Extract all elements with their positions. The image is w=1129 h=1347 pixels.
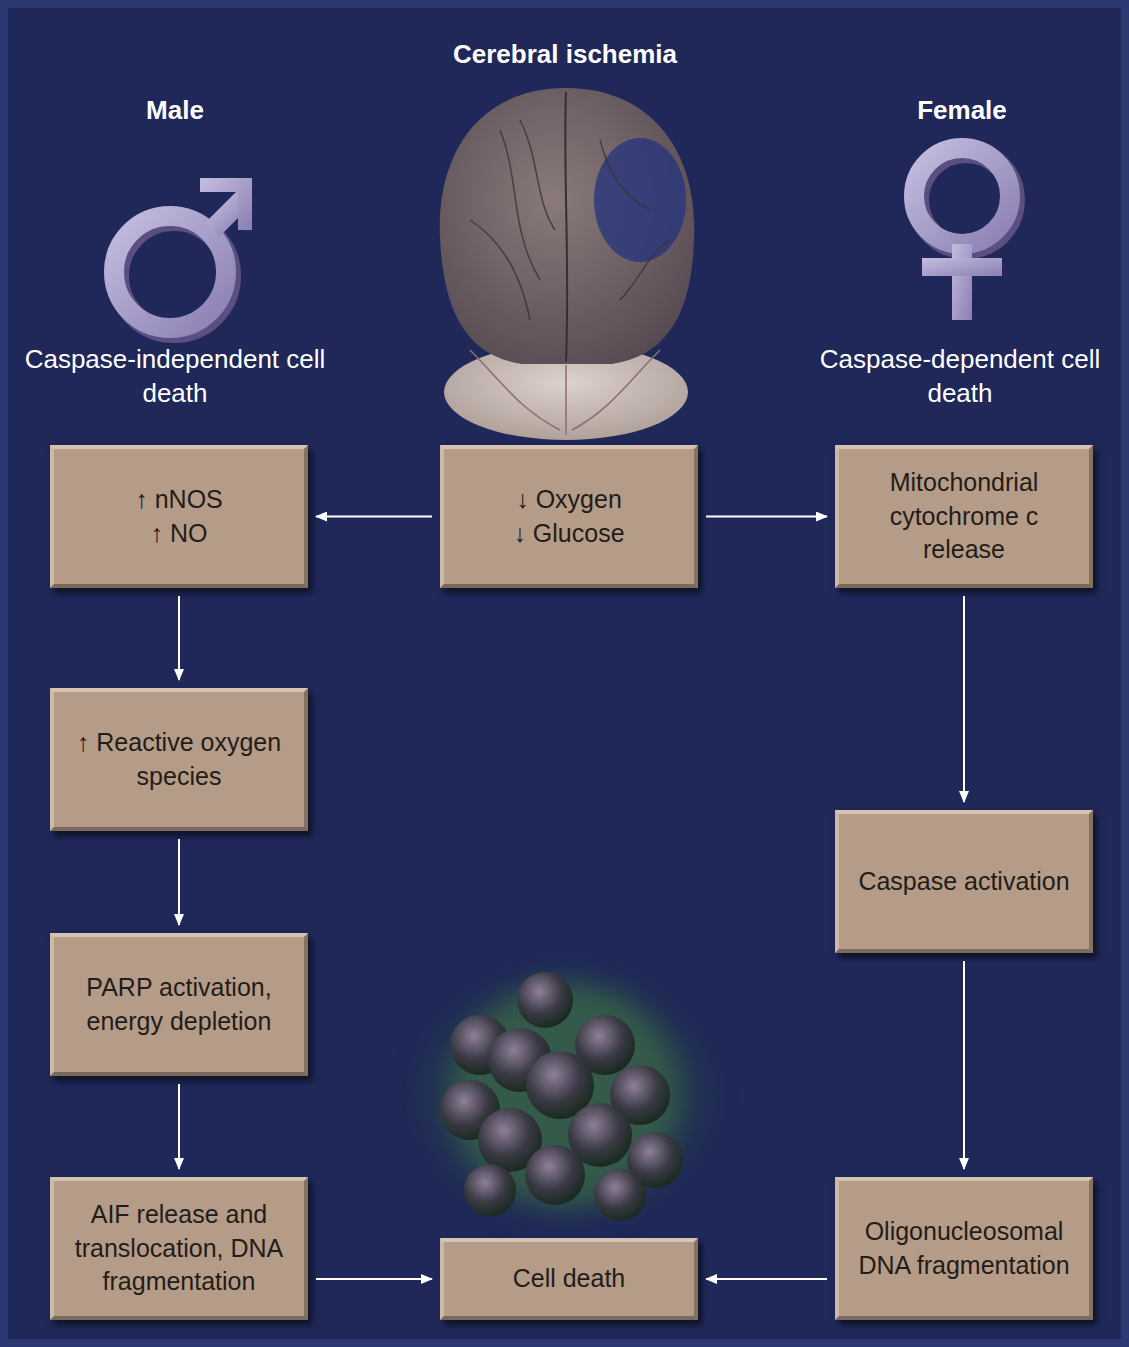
process-box: ↑ nNOS↑ NO (50, 445, 308, 588)
flow-arrow (706, 516, 827, 518)
box-text: ↓ Glucose (513, 517, 624, 551)
box-text: ↑ NO (151, 517, 208, 551)
box-text: ↑ Reactive oxygen species (62, 726, 296, 794)
flow-arrow (963, 961, 965, 1169)
diagram-title: Cerebral ischemia (365, 38, 765, 72)
flow-arrow (178, 839, 180, 925)
pathway-label: Caspase-dependent cell death (795, 343, 1125, 411)
process-box: AIF release and translocation, DNA fragm… (50, 1177, 308, 1320)
box-text: ↓ Oxygen (516, 483, 622, 517)
box-text: Mitochondrial cytochrome c release (847, 466, 1081, 567)
column-heading: Female (862, 94, 1062, 128)
flow-arrow (316, 1278, 432, 1280)
box-text: Cell death (513, 1262, 626, 1296)
female-symbol (914, 148, 1014, 320)
brain-illustration (440, 88, 694, 440)
cell-cluster (435, 972, 695, 1221)
flow-arrow (316, 516, 432, 518)
male-symbol (114, 178, 252, 332)
process-box: Caspase activation (835, 810, 1093, 953)
process-box: Oligonucleosomal DNA fragmentation (835, 1177, 1093, 1320)
process-box: ↓ Oxygen↓ Glucose (440, 445, 698, 588)
process-box: Cell death (440, 1238, 698, 1320)
flow-arrow (963, 596, 965, 802)
box-text: Oligonucleosomal DNA fragmentation (847, 1215, 1081, 1283)
pathway-label: Caspase-independent cell death (10, 343, 340, 411)
flow-arrow (178, 1084, 180, 1169)
box-text: ↑ nNOS (135, 483, 223, 517)
process-box: ↑ Reactive oxygen species (50, 688, 308, 831)
flow-arrow (706, 1278, 827, 1280)
process-box: Mitochondrial cytochrome c release (835, 445, 1093, 588)
flow-arrow (178, 596, 180, 680)
box-text: AIF release and translocation, DNA fragm… (62, 1198, 296, 1299)
box-text: Caspase activation (858, 865, 1069, 899)
process-box: PARP activation, energy depletion (50, 933, 308, 1076)
column-heading: Male (75, 94, 275, 128)
box-text: PARP activation, energy depletion (62, 971, 296, 1039)
